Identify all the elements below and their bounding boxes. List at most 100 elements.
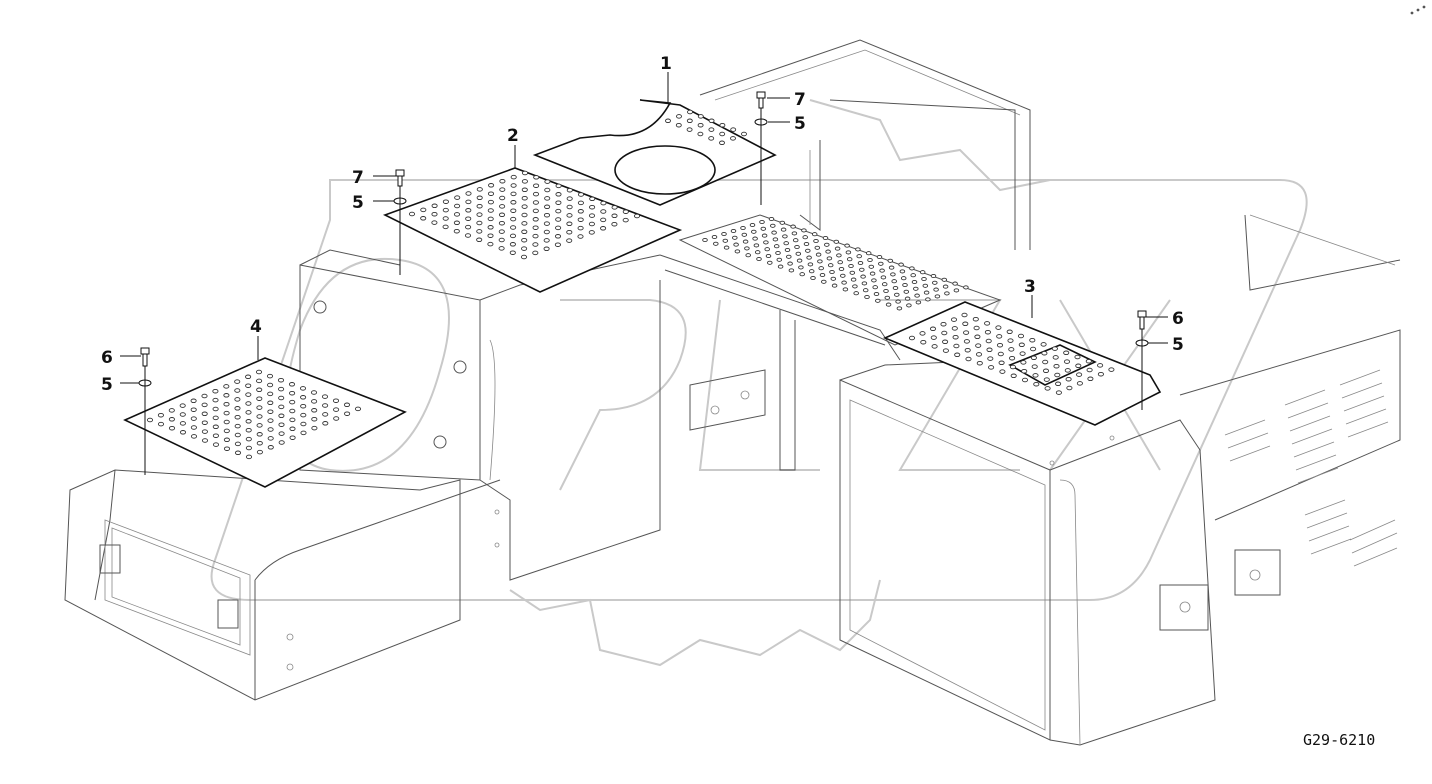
fastener-stack-plate-3: 6 5 bbox=[1135, 309, 1184, 410]
perforation-hole bbox=[759, 219, 765, 225]
perforation-hole bbox=[934, 294, 941, 299]
perforation-hole bbox=[782, 234, 788, 239]
perforation-hole bbox=[777, 264, 784, 269]
perforation-hole bbox=[256, 432, 263, 437]
perforation-hole bbox=[903, 289, 910, 294]
perforation-hole bbox=[763, 240, 769, 245]
perforation-hole bbox=[861, 281, 868, 286]
perforation-hole bbox=[719, 122, 726, 128]
fastener-label-7b: 7 bbox=[352, 168, 364, 188]
perforation-hole bbox=[566, 187, 573, 193]
perforation-hole bbox=[795, 251, 802, 256]
perforation-hole bbox=[278, 386, 285, 392]
perforation-hole bbox=[566, 238, 573, 243]
perforation-hole bbox=[554, 234, 562, 239]
perforation-hole bbox=[732, 235, 738, 240]
perforation-hole bbox=[212, 397, 219, 403]
perforation-hole bbox=[776, 257, 783, 262]
perforation-hole bbox=[998, 360, 1005, 366]
perforation-hole bbox=[805, 248, 811, 253]
perforation-hole bbox=[875, 298, 881, 303]
perforation-hole bbox=[521, 170, 529, 176]
perforation-hole bbox=[267, 445, 274, 450]
perforation-hole bbox=[910, 273, 916, 278]
perforation-hole bbox=[1063, 350, 1070, 356]
perforation-hole bbox=[256, 449, 263, 455]
perforation-hole bbox=[234, 397, 241, 402]
perforation-hole bbox=[749, 222, 756, 228]
perforation-hole bbox=[942, 339, 949, 345]
perforation-hole bbox=[223, 419, 230, 425]
perforation-hole bbox=[888, 265, 895, 270]
perforation-hole bbox=[521, 237, 528, 243]
perforation-hole bbox=[544, 204, 551, 210]
perforation-hole bbox=[1021, 377, 1029, 383]
perforation-hole bbox=[702, 237, 708, 243]
perforation-hole bbox=[234, 406, 241, 411]
perforation-hole bbox=[899, 269, 906, 274]
perforation-hole bbox=[902, 282, 908, 288]
perforation-hole bbox=[332, 398, 340, 403]
perforation-hole bbox=[921, 276, 927, 282]
perforation-hole bbox=[499, 178, 506, 184]
perforation-hole bbox=[1017, 333, 1025, 339]
perforation-hole bbox=[675, 122, 682, 128]
perforation-hole bbox=[566, 229, 573, 235]
perforation-hole bbox=[996, 334, 1003, 339]
perforation-hole bbox=[881, 282, 888, 287]
perforation-hole bbox=[1055, 381, 1062, 387]
perforation-hole bbox=[234, 414, 241, 420]
perforation-hole bbox=[772, 237, 779, 242]
perforation-hole bbox=[786, 254, 792, 259]
perforation-hole bbox=[898, 262, 904, 267]
perforation-hole bbox=[995, 325, 1002, 330]
perforation-hole bbox=[862, 288, 869, 293]
perforation-hole bbox=[734, 249, 741, 254]
perforation-hole bbox=[157, 421, 165, 427]
perforation-hole bbox=[787, 261, 793, 266]
perforation-hole bbox=[997, 351, 1004, 357]
perforation-hole bbox=[1063, 359, 1071, 364]
perforation-hole bbox=[803, 241, 810, 247]
perforation-hole bbox=[941, 277, 948, 282]
perforation-hole bbox=[201, 420, 208, 425]
perforation-hole bbox=[245, 374, 252, 380]
perforation-hole bbox=[179, 412, 186, 417]
perforation-hole bbox=[752, 236, 758, 241]
perforation-hole bbox=[311, 408, 318, 413]
perforation-hole bbox=[831, 283, 838, 288]
perforation-hole bbox=[212, 415, 219, 421]
perforation-hole bbox=[802, 235, 808, 240]
perforation-hole bbox=[555, 183, 562, 189]
perforation-hole bbox=[754, 250, 761, 255]
perforation-hole bbox=[487, 199, 494, 205]
perforation-hole bbox=[884, 295, 891, 300]
perforation-hole bbox=[354, 406, 362, 412]
perforation-hole bbox=[942, 348, 949, 353]
perforation-hole bbox=[521, 179, 528, 184]
perforation-hole bbox=[826, 256, 833, 261]
fastener-stack-top-right: 7 5 bbox=[754, 90, 806, 205]
perforation-hole bbox=[864, 294, 870, 300]
perforation-hole bbox=[825, 249, 831, 254]
perforation-hole bbox=[442, 224, 449, 230]
perforation-hole bbox=[1007, 338, 1014, 343]
perforation-hole bbox=[300, 430, 307, 436]
perforation-hole bbox=[532, 233, 539, 239]
perforation-hole bbox=[848, 263, 854, 269]
plate-4: 4 bbox=[123, 317, 407, 488]
perforation-hole bbox=[1020, 360, 1027, 365]
perforation-hole bbox=[965, 356, 972, 362]
perforation-hole bbox=[289, 426, 296, 432]
perforation-hole bbox=[708, 118, 715, 124]
perforation-hole bbox=[190, 407, 197, 412]
perforation-hole bbox=[1097, 371, 1104, 377]
perforation-hole bbox=[941, 330, 948, 336]
perforation-hole bbox=[922, 283, 929, 288]
perforation-hole bbox=[708, 136, 715, 141]
perforation-hole bbox=[555, 200, 562, 205]
perforation-hole bbox=[510, 208, 517, 213]
perforation-hole bbox=[256, 405, 263, 410]
perforation-hole bbox=[844, 243, 850, 248]
perforation-hole bbox=[814, 245, 821, 250]
